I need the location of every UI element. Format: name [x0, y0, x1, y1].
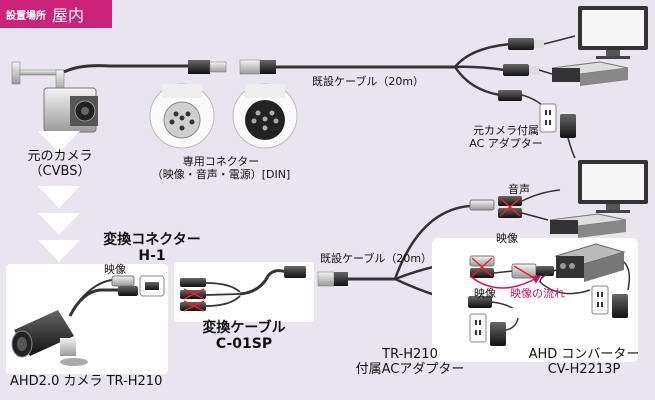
din-connector-female-icon: [232, 83, 298, 149]
location-badge: 設置場所 屋内: [0, 0, 112, 28]
din-socket-bottom-icon: [317, 271, 348, 287]
arrow-down-icon: [38, 131, 80, 262]
rca-plugs-upper-icon: [469, 189, 561, 221]
old-camera-line2: （CVBS）: [29, 163, 91, 179]
convert-connector-line2: H-1: [138, 248, 166, 265]
video-right-bottom-label: 映像: [474, 287, 496, 300]
ac-adapter-icon: [539, 103, 576, 159]
convert-cable-label: 変換ケーブル C-01SP: [190, 320, 298, 352]
video-flow-arrow: [469, 275, 542, 289]
bullet-camera-icon: [11, 310, 88, 366]
ac-adapter-tr-icon: [469, 313, 519, 346]
ahd-converter-line1: AHD コンバーター: [528, 347, 640, 362]
rca-plugs-middle-icon: [469, 255, 554, 279]
recorder-bottom-icon: [549, 213, 627, 238]
location-label-large: 屋内: [52, 6, 85, 25]
cable-bottom-label: 既設ケーブル（20m）: [320, 252, 433, 265]
cable-top-label: 既設ケーブル（20m）: [312, 75, 425, 88]
h1-connector-icon: [139, 275, 165, 297]
tr-adapter-label: TR-H210 付属ACアダプター: [348, 347, 472, 378]
audio-label: 音声: [508, 183, 530, 196]
adapter-top-label: 元カメラ付属 AC アダプター: [466, 124, 546, 150]
din-connector-line2: （映像・音声・電源）[DIN]: [151, 167, 291, 181]
din-socket-icon: [239, 59, 276, 75]
convert-connector-line1: 変換コネクター: [103, 232, 201, 248]
location-label-small: 設置場所: [6, 10, 46, 22]
tr-adapter-line1: TR-H210: [382, 347, 438, 362]
ahd-converter-line2: CV-H2213P: [547, 361, 621, 377]
video-right-top-label: 映像: [496, 232, 518, 245]
din-plug-icon: [188, 60, 227, 74]
old-camera-line1: 元のカメラ: [27, 149, 93, 164]
monitor-icon: [578, 6, 648, 59]
tr-adapter-line2: 付属ACアダプター: [355, 361, 465, 377]
ac-adapter-converter-icon: [591, 285, 628, 318]
rca-plugs-icon: [498, 38, 544, 101]
old-camera-label: 元のカメラ （CVBS）: [14, 149, 106, 180]
convert-connector-label: 変換コネクター H-1: [96, 232, 208, 264]
din-connector-icon: [149, 83, 215, 149]
monitor-bottom-icon: [578, 160, 648, 213]
convert-cable-line1: 変換ケーブル: [202, 320, 286, 336]
video-left-label: 映像: [104, 263, 126, 276]
camera-icon: [11, 61, 98, 133]
convert-cable-line2: C-01SP: [215, 336, 273, 353]
recorder-icon: [551, 61, 629, 86]
adapter-top-line1: 元カメラ付属: [473, 124, 539, 137]
converter-icon: [539, 243, 631, 295]
adapter-top-line2: AC アダプター: [469, 136, 543, 150]
conversion-cable-icon: [180, 266, 306, 312]
video-flow-label: 映像の流れ: [510, 287, 565, 300]
din-connector-line1: 専用コネクター: [182, 155, 260, 168]
ahd-converter-label: AHD コンバーター CV-H2213P: [518, 347, 650, 378]
din-connector-label: 専用コネクター （映像・音声・電源）[DIN]: [146, 155, 296, 181]
ahd-camera-label: AHD2.0 カメラ TR-H210: [10, 374, 163, 389]
